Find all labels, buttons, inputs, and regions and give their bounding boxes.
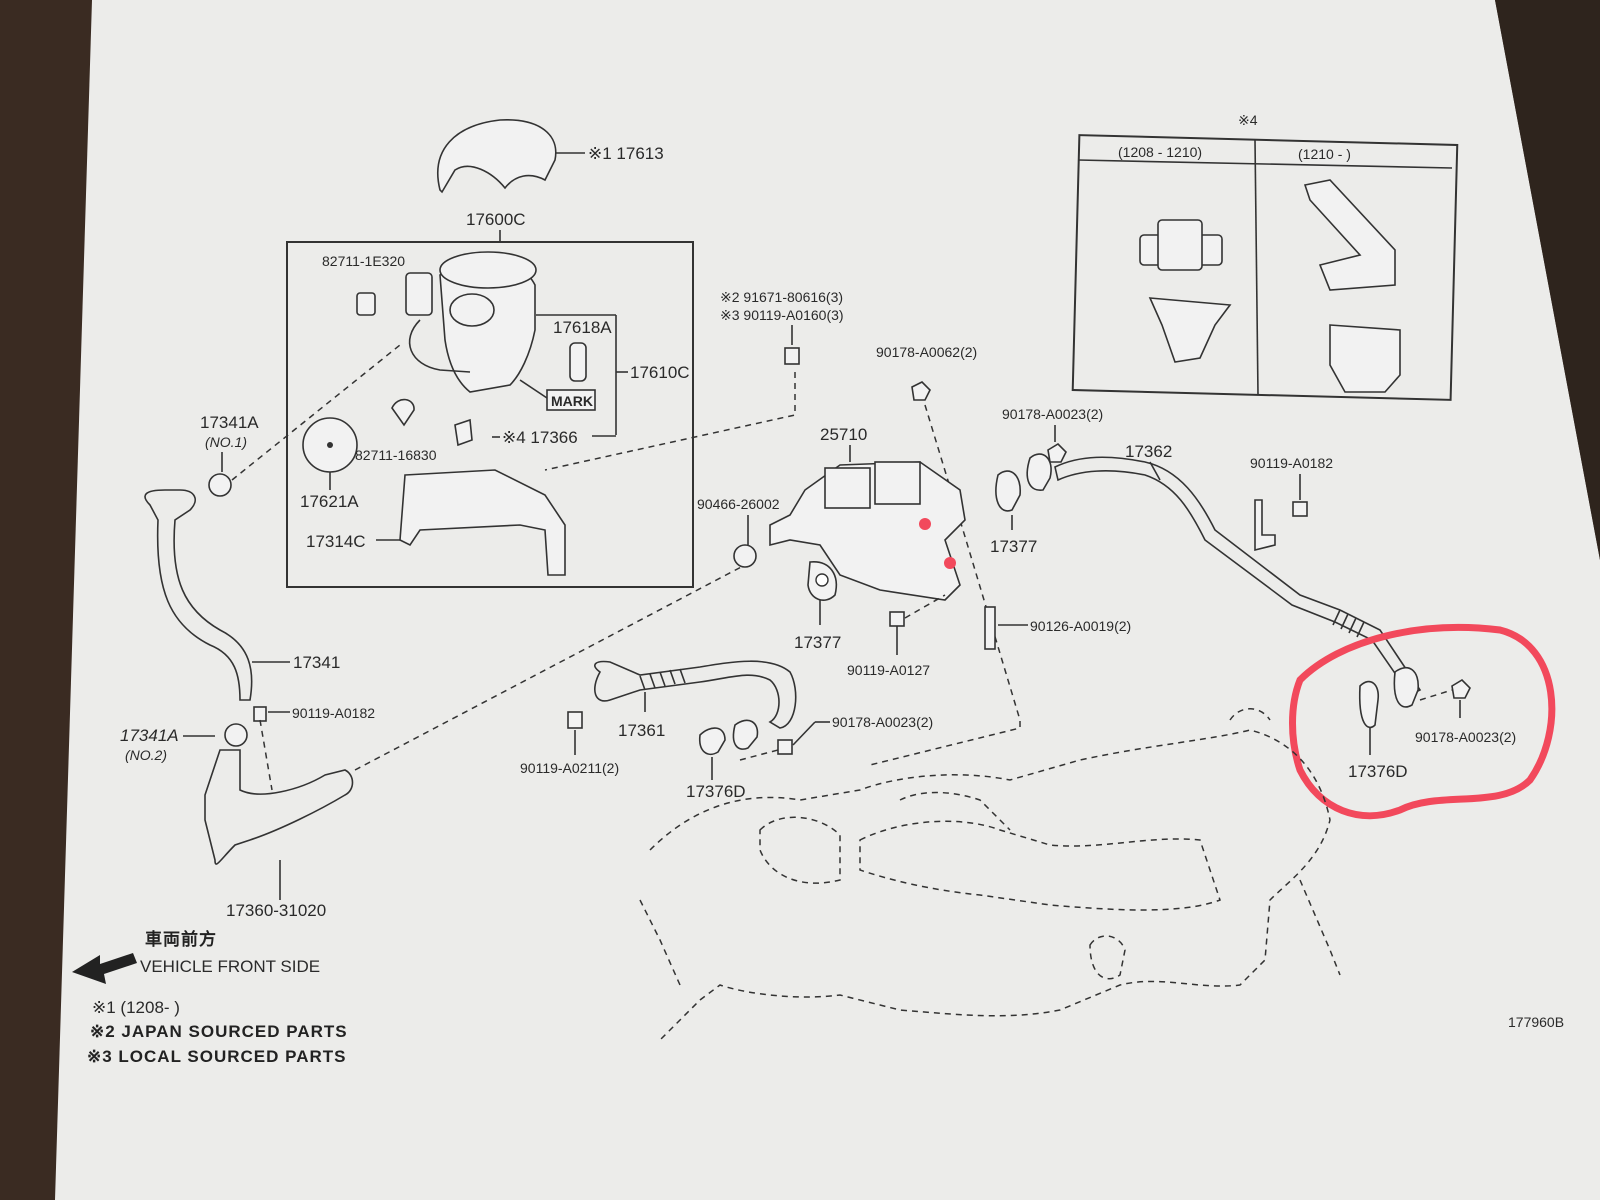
label-17314C: 17314C	[306, 532, 366, 551]
label-17362: 17362	[1125, 442, 1172, 461]
label-17600C: 17600C	[466, 210, 526, 229]
label-17377-center: 17377	[794, 633, 841, 652]
label-17377-right: 17377	[990, 537, 1037, 556]
bracket-17314C	[399, 469, 566, 576]
label-note1: ※1 (1208- )	[92, 998, 180, 1017]
engine-outline	[649, 729, 1331, 1041]
label-note3-part: ※3 90119-A0160(3)	[720, 307, 844, 323]
label-82711-1E320: 82711-1E320	[322, 253, 405, 269]
label-90119-A0211: 90119-A0211(2)	[520, 760, 619, 776]
label-17618A: 17618A	[553, 318, 612, 337]
inset-col-1: (1208 - 1210)	[1118, 144, 1202, 160]
pipe-17360	[204, 749, 354, 865]
label-no2: (NO.2)	[125, 747, 167, 763]
label-no1: (NO.1)	[205, 434, 247, 450]
label-vehicle-front-side: VEHICLE FRONT SIDE	[140, 957, 320, 976]
label-17341: 17341	[293, 653, 340, 672]
label-17610C: 17610C	[630, 363, 690, 382]
hose-17341	[144, 489, 253, 701]
label-90466-26002: 90466-26002	[697, 496, 780, 512]
label-90119-A0127: 90119-A0127	[847, 662, 930, 678]
label-90119-A0182-right: 90119-A0182	[1250, 455, 1333, 471]
highlight-circle	[1289, 624, 1556, 820]
label-note2: ※2 JAPAN SOURCED PARTS	[90, 1022, 348, 1041]
label-90178-A0023-mid: 90178-A0023(2)	[832, 714, 933, 730]
label-17341A-2: 17341A	[120, 726, 179, 745]
label-25710: 25710	[820, 425, 867, 444]
label-90178-A0023-right: 90178-A0023(2)	[1415, 729, 1516, 745]
label-90178-A0023-top: 90178-A0023(2)	[1002, 406, 1103, 422]
label-note3: ※3 LOCAL SOURCED PARTS	[87, 1047, 346, 1066]
label-17613: ※1 17613	[588, 144, 664, 163]
label-17360-31020: 17360-31020	[226, 901, 326, 920]
label-17376D-center: 17376D	[686, 782, 746, 801]
label-17366: ※4 17366	[502, 428, 578, 447]
label-17361: 17361	[618, 721, 665, 740]
front-arrow-icon	[72, 953, 137, 984]
inset-box	[1071, 134, 1459, 401]
label-front-jp: 車両前方	[145, 929, 217, 949]
label-note2-part: ※2 91671-80616(3)	[720, 289, 843, 305]
label-90126-A0019: 90126-A0019(2)	[1030, 618, 1131, 634]
label-17376D-right: 17376D	[1348, 762, 1408, 781]
inset-col-2: (1210 - )	[1298, 146, 1351, 162]
label-90178-A0062: 90178-A0062(2)	[876, 344, 977, 360]
label-note4-header: ※4	[1238, 112, 1258, 128]
label-90119-A0182-left: 90119-A0182	[292, 705, 375, 721]
label-mark: MARK	[551, 393, 593, 409]
label-82711-16830: 82711-16830	[355, 447, 437, 463]
label-17341A-1: 17341A	[200, 413, 259, 432]
label-figure-id: 177960B	[1508, 1014, 1564, 1030]
label-17621A: 17621A	[300, 492, 359, 511]
box-17600C	[286, 241, 694, 588]
paper-shadow	[1495, 0, 1600, 560]
cover-17613	[437, 119, 557, 194]
